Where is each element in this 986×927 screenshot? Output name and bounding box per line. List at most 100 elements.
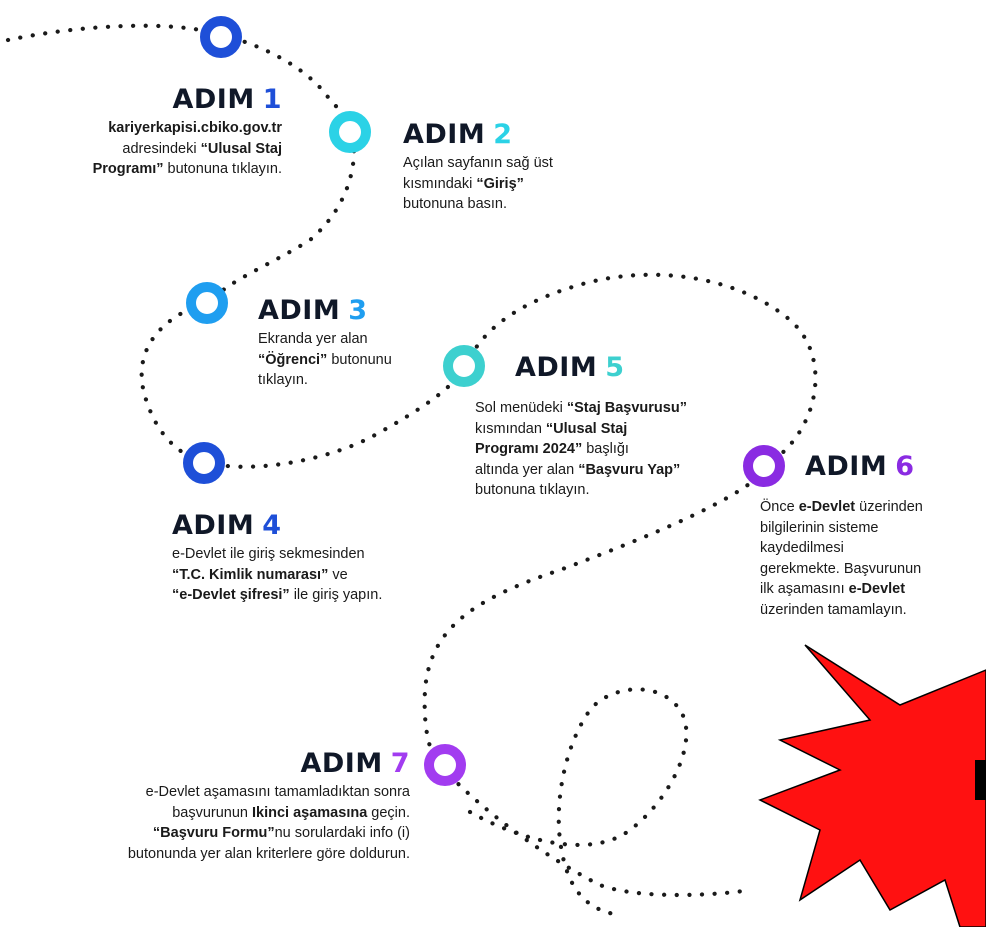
step-4-word: ADIM (172, 510, 255, 541)
step-3-line-3: tıklayın. (258, 370, 458, 391)
step-7-line-4: butonunda yer alan kriterlere göre doldu… (40, 844, 410, 865)
step-2-word: ADIM (403, 119, 486, 150)
step-3-word: ADIM (258, 295, 341, 326)
step-1-description: kariyerkapisi.cbiko.gov.tr adresindeki “U… (30, 118, 282, 180)
step-6-line-1-segment: e-Devlet (798, 499, 856, 515)
step-5-line-4: altında yer alan “Başvuru Yap” (475, 460, 755, 481)
step-1-line-1-segment: kariyerkapisi.cbiko.gov.tr (108, 120, 282, 136)
step-2-line-2: kısmındaki “Giriş” (403, 174, 663, 195)
step-4-line-2-segment: “T.C. Kimlik numarası” (172, 566, 329, 583)
step-6-word: ADIM (805, 451, 888, 482)
step-6-line-6: üzerinden tamamlayın. (760, 600, 980, 621)
step-6-line-3-segment: kaydedilmesi (760, 540, 844, 556)
step-1-line-3: Programı” butonuna tıklayın. (30, 159, 282, 180)
step-5-line-3-segment: başlığı (582, 441, 629, 457)
step-7-line-2-segment: Ikinci aşamasına (252, 804, 368, 821)
step-2-node (329, 111, 371, 153)
step-3-line-1-segment: Ekranda yer alan (258, 331, 368, 347)
step-4-line-3: “e-Devlet şifresi” ile giriş yapın. (172, 585, 472, 606)
step-6-number: 6 (895, 451, 915, 482)
step-4-description: e-Devlet ile giriş sekmesinden “T.C. Kiml… (172, 544, 472, 606)
step-6-line-1-segment: Önce (760, 499, 799, 515)
step-6-line-2: bilgilerinin sisteme (760, 518, 980, 539)
step-5-line-2: kısmından “Ulusal Staj (475, 419, 755, 440)
step-7-line-1-segment: e-Devlet aşamasını tamamladıktan sonra (145, 784, 410, 800)
step-1-line-3-segment: Programı” (92, 161, 164, 177)
step-7-line-2: başvurunun Ikinci aşamasına geçin. (40, 803, 410, 824)
step-3-line-2: “Öğrenci” butonunu (258, 350, 458, 371)
step-1-line-3-segment: butonuna tıklayın. (163, 161, 282, 177)
step-6-line-1: Önce e-Devlet üzerinden (760, 497, 980, 518)
step-3-node (186, 282, 228, 324)
step-5-line-3-segment: Programı 2024” (475, 441, 583, 457)
step-6-line-5: ilk aşamasını e-Devlet (760, 579, 980, 600)
step-2-line-3-segment: butonuna basın. (403, 196, 508, 212)
step-6-line-1-segment: üzerinden (855, 499, 923, 515)
step-1-line-2-segment: adresindeki (122, 140, 201, 157)
step-2-description: Açılan sayfanın sağ üst kısmındaki “Giriş… (403, 153, 663, 215)
step-6-line-5-segment: e-Devlet (848, 581, 906, 597)
step-5-line-2-segment: “Ulusal Staj (545, 420, 628, 437)
step-6-line-4-segment: gerekmekte. Başvurunun (760, 560, 922, 577)
step-4-line-1: e-Devlet ile giriş sekmesinden (172, 544, 472, 565)
step-2-line-1: Açılan sayfanın sağ üst (403, 153, 663, 174)
step-3-line-3-segment: tıklayın. (258, 372, 308, 388)
step-1-node (200, 16, 242, 58)
step-1-line-2: adresindeki “Ulusal Staj (30, 139, 282, 160)
dotted-path (5, 23, 818, 898)
step-7-line-2-segment: başvurunun (172, 804, 252, 821)
step-4-number: 4 (262, 510, 282, 541)
step-1-line-1: kariyerkapisi.cbiko.gov.tr (30, 118, 282, 139)
step-4-node (183, 442, 225, 484)
step-7-line-3: “Başvuru Formu”nu sorulardaki info (i) (40, 823, 410, 844)
step-5-line-3: Programı 2024” başlığı (475, 439, 755, 460)
step-2-line-2-segment: kısmındaki (403, 175, 477, 192)
step-5-line-1-segment: Sol menüdeki (475, 400, 567, 416)
step-5-line-1: Sol menüdeki “Staj Başvurusu” (475, 398, 755, 419)
step-4-line-2-segment: ve (328, 566, 348, 583)
dotted-loop (467, 687, 689, 918)
step-1-number: 1 (262, 84, 282, 115)
step-4-line-3-segment: ile giriş yapın. (289, 587, 383, 603)
step-3-number: 3 (348, 295, 368, 326)
step-6-line-4: gerekmekte. Başvurunun (760, 559, 980, 580)
step-1-line-2-segment: “Ulusal Staj (200, 140, 282, 157)
step-4-line-1-segment: e-Devlet ile giriş sekmesinden (172, 546, 365, 562)
step-5-line-4-segment: “Başvuru Yap” (578, 461, 681, 478)
step-6-line-5-segment: ilk aşamasını (760, 581, 849, 597)
step-5-line-2-segment: kısmından (475, 420, 546, 437)
step-2-line-2-segment: “Giriş” (476, 175, 524, 192)
step-6-line-3: kaydedilmesi (760, 538, 980, 559)
step-5-node (443, 345, 485, 387)
step-3-line-1: Ekranda yer alan (258, 329, 458, 350)
step-7-word: ADIM (300, 748, 383, 779)
step-3-line-2-segment: butonunu (327, 351, 392, 368)
step-5-word: ADIM (515, 352, 598, 383)
step-7-line-3-segment: nu sorulardaki info (i) (274, 825, 410, 841)
step-6-line-2-segment: bilgilerinin sisteme (760, 519, 879, 536)
step-7-line-3-segment: “Başvuru Formu” (152, 825, 275, 841)
step-2-line-1-segment: Açılan sayfanın sağ üst (403, 155, 553, 171)
red-burst-shape (758, 644, 986, 927)
step-5-number: 5 (605, 352, 625, 383)
step-7-description: e-Devlet aşamasını tamamladıktan sonra ba… (40, 782, 410, 864)
step-5-line-5-segment: butonuna tıklayın. (475, 482, 590, 498)
step-7-number: 7 (390, 748, 410, 779)
step-7-line-2-segment: geçin. (367, 804, 410, 821)
step-2-line-3: butonuna basın. (403, 194, 663, 215)
step-7-line-1: e-Devlet aşamasını tamamladıktan sonra (40, 782, 410, 803)
